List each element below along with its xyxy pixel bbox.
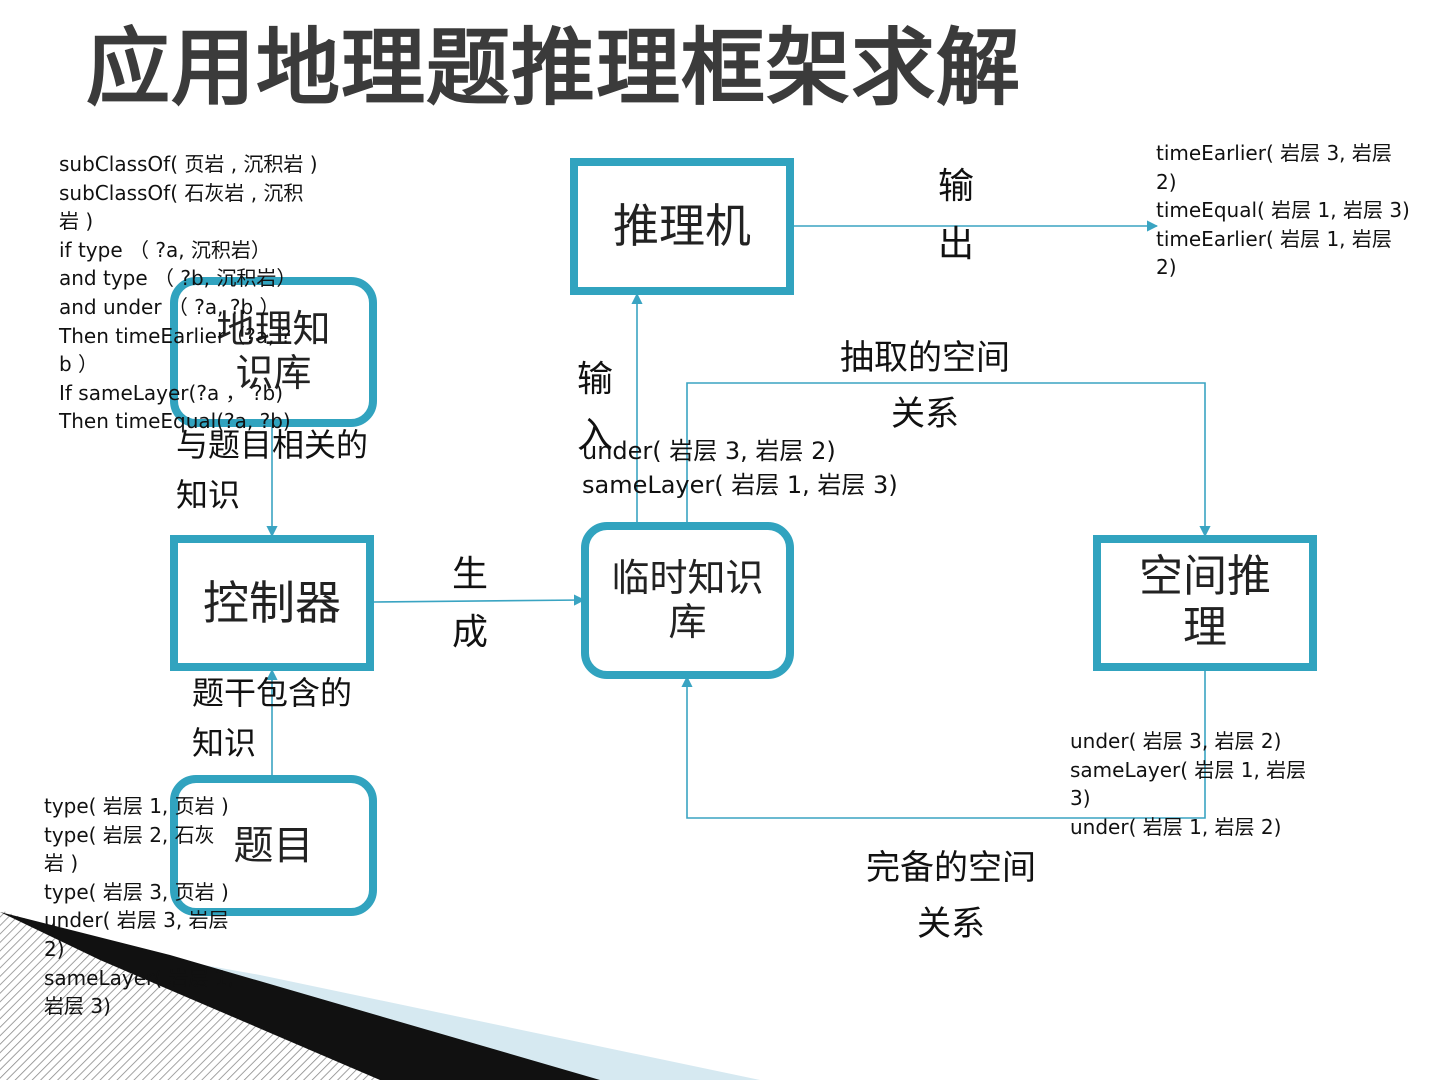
temp-knowledge-base-box: 临时知识 库: [581, 522, 794, 679]
spatial-facts-text: under( 岩层 3, 岩层 2) sameLayer( 岩层 1, 岩层 3…: [1070, 729, 1307, 839]
spatial-reasoning-label: 空间推 理: [1139, 551, 1271, 653]
temp-facts-text: under( 岩层 3, 岩层 2) sameLayer( 岩层 1, 岩层 3…: [582, 437, 898, 499]
output-facts-text: timeEarlier( 岩层 3, 岩层 2) timeEqual( 岩层 1…: [1156, 141, 1410, 280]
spatial-reasoning-box: 空间推 理: [1093, 535, 1317, 671]
complete-relations-label: 完备的空间 关系: [866, 848, 1036, 944]
arrow-spatial-to-tempkb: [681, 670, 1206, 819]
reasoner-label: 推理机: [613, 199, 751, 254]
reasoner-box: 推理机: [570, 158, 794, 295]
arrow-controller-to-tempkb: [372, 594, 586, 606]
generate-label: 生 成: [452, 554, 489, 653]
corner-band-black: [0, 912, 600, 1080]
output-label: 输 出: [938, 166, 975, 265]
question-facts-text: type( 岩层 1, 页岩 ) type( 岩层 2, 石灰 岩 ) type…: [44, 794, 234, 1019]
corner-band-light: [120, 950, 760, 1080]
knowledge-base-box: 地理知 识库: [170, 277, 377, 427]
question-label: 题目: [233, 822, 314, 869]
rules-text: subClassOf( 页岩 , 沉积岩 ) subClassOf( 石灰岩 ,…: [59, 152, 318, 434]
question-box: 题目: [170, 775, 377, 916]
input-label: 输 入: [577, 359, 614, 456]
knowledge-base-label: 地理知 识库: [216, 307, 331, 395]
arrow-tempkb-to-spatial: [686, 382, 1211, 538]
temp-knowledge-base-label: 临时知识 库: [611, 555, 764, 644]
controller-box: 控制器: [170, 535, 374, 671]
controller-label: 控制器: [203, 575, 341, 630]
related-knowledge-label: 与题目相关的 知识: [176, 426, 369, 514]
extracted-relations-label: 抽取的空间 关系: [840, 338, 1010, 434]
page-title: 应用地理题推理框架求解: [86, 19, 1022, 117]
stem-knowledge-label: 题干包含的 知识: [192, 674, 353, 762]
